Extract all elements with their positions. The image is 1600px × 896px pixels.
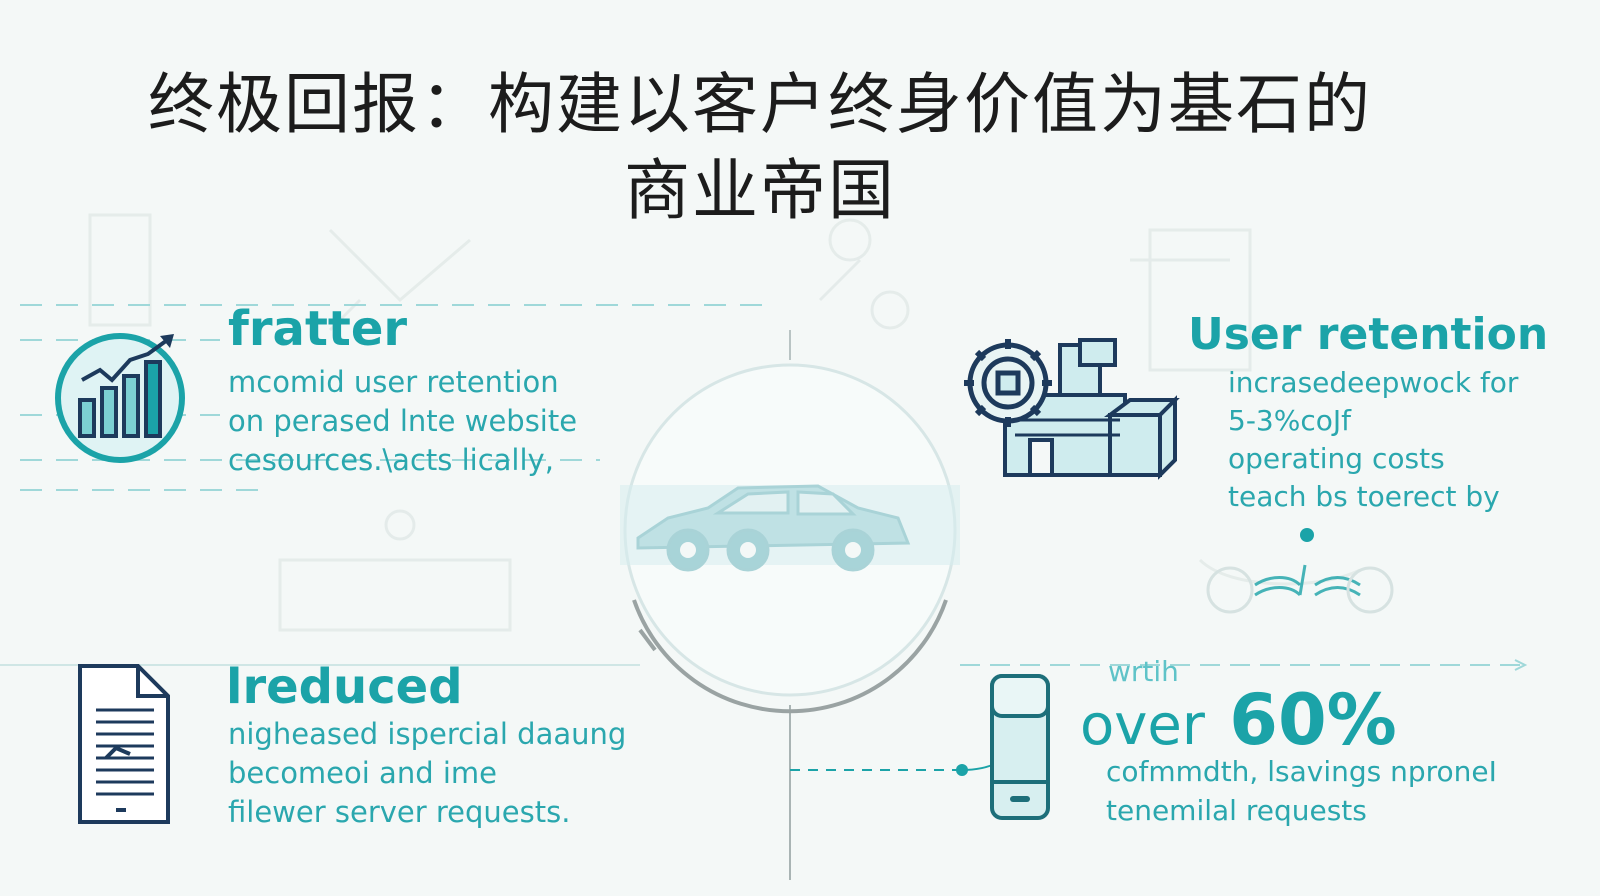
top-right-heading: User retention <box>1188 309 1549 360</box>
top-left-body: mcomid user retention on perased lnte we… <box>228 363 577 480</box>
bottom-left-heading: lreduced <box>226 659 463 715</box>
bottom-right-heading-prefix: over <box>1080 693 1205 758</box>
bottom-right-small-label: wrtih <box>1108 655 1179 688</box>
top-right-body: incrasedeepwock for 5-3%coJf operating c… <box>1228 364 1518 516</box>
bottom-left-line-3: filewer server requests. <box>228 795 571 829</box>
car-icon <box>636 484 911 572</box>
document-icon <box>78 664 170 824</box>
top-left-heading: fratter <box>228 301 408 357</box>
bottom-left-line-2: becomeoi and ime <box>228 756 497 790</box>
top-left-line-2: on perased lnte website <box>228 404 578 438</box>
bottom-right-line-1: cofmmdth, lsavings nproneI <box>1106 755 1497 788</box>
warehouse-gear-icon <box>964 338 1180 480</box>
top-right-line-3: operating costs <box>1228 442 1445 475</box>
bottom-right-heading: over 60% <box>1080 680 1397 766</box>
growth-chart-icon <box>55 333 185 463</box>
top-right-line-2: 5-3%coJf <box>1228 404 1351 437</box>
bottom-left-body: nigheased ispercial daaung becomeoi and … <box>228 715 626 832</box>
title-line-2: 商业帝国 <box>624 152 896 229</box>
title-line-1: 终极回报：构建以客户终身价值为基石的 <box>148 66 1372 143</box>
top-right-line-1: incrasedeepwock for <box>1228 366 1519 399</box>
top-left-line-3: cesources.\acts lically, <box>228 443 554 477</box>
bottom-right-body: cofmmdth, lsavings nproneI tenemilal req… <box>1106 752 1497 830</box>
bottom-right-line-2: tenemilal requests <box>1106 794 1367 827</box>
top-left-line-1: mcomid user retention <box>228 365 559 399</box>
bottom-left-line-1: nigheased ispercial daaung <box>228 717 627 751</box>
smartphone-icon <box>990 674 1050 820</box>
bottom-right-heading-value: 60% <box>1229 679 1397 761</box>
page-title: 终极回报：构建以客户终身价值为基石的 商业帝国 <box>140 62 1380 234</box>
top-right-line-4: teach bs toerect by <box>1228 480 1500 513</box>
